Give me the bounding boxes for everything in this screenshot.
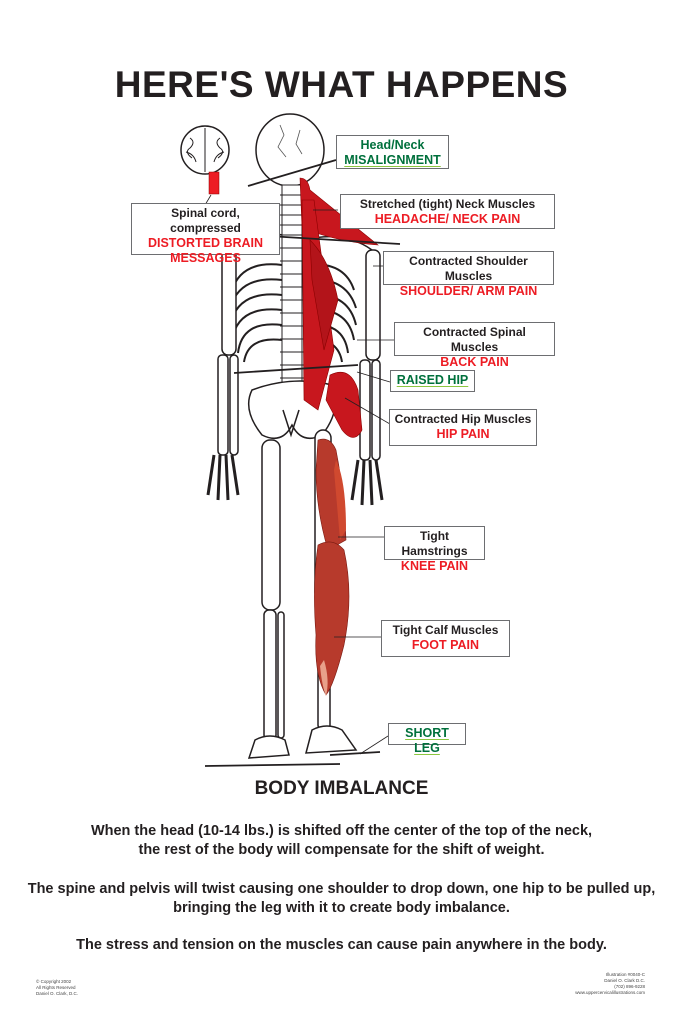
label-line: MESSAGES [170,251,241,265]
label-line: Tight Calf Muscles [392,623,499,637]
label-line: Contracted Spinal Muscles [423,325,526,354]
label-hamstrings: Tight Hamstrings KNEE PAIN [384,526,485,573]
label-head-neck-misalignment: Head/Neck MISALIGNMENT [336,135,449,169]
label-raised-hip: RAISED HIP [390,370,475,392]
label-neck-muscles: Stretched (tight) Neck Muscles HEADACHE/… [340,194,555,229]
label-line: DISTORTED BRAIN [147,236,264,250]
label-line: Head/Neck [360,138,425,152]
spine [280,184,304,416]
footer-line: Daniel O. Clark D.C. [604,978,645,983]
label-line: SHORT LEG [405,726,449,755]
paragraph-head-shift: When the head (10-14 lbs.) is shifted of… [90,823,593,858]
illustration-credit: Illustration #0040-C Daniel O. Clark D.C… [575,972,645,996]
leader-lines [204,194,394,755]
label-line: Contracted Hip Muscles [394,412,532,426]
paragraph-spine-twist: The spine and pelvis will twist causing … [27,881,656,916]
label-line: FOOT PAIN [411,638,480,652]
footer-line: Illustration #0040-C [605,972,645,977]
reference-lines [204,159,401,767]
section-heading: BODY IMBALANCE [254,778,429,799]
highlighted-muscles [299,177,379,696]
brain-icon [180,125,230,195]
footer-line: © Copyright 2002 [36,979,72,984]
label-spinal-cord: Spinal cord, compressed DISTORTED BRAIN … [131,203,280,265]
footer-line: Daniel O. Clark, D.C. [36,991,79,996]
label-line: BACK PAIN [440,355,509,369]
copyright-notice: © Copyright 2002 All Rights Reserved Dan… [36,979,78,997]
label-line: Tight Hamstrings [401,529,468,558]
label-line: HEADACHE/ NECK PAIN [374,212,521,226]
paragraph-stress: The stress and tension on the muscles ca… [76,937,607,953]
skull-icon [255,113,325,187]
label-line: Spinal cord, compressed [170,206,241,235]
label-shoulder-muscles: Contracted Shoulder Muscles SHOULDER/ AR… [383,251,554,298]
label-line: RAISED HIP [396,373,469,387]
label-short-leg: SHORT LEG [388,723,466,755]
label-hip-muscles: Contracted Hip Muscles HIP PAIN [389,409,537,446]
label-line: Contracted Shoulder Muscles [409,254,528,283]
label-calf-muscles: Tight Calf Muscles FOOT PAIN [381,620,510,657]
label-line: SHOULDER/ ARM PAIN [399,284,538,298]
footer-line: All Rights Reserved [36,985,76,990]
label-line: MISALIGNMENT [344,153,441,167]
footer-line: (702) 896-9228 [614,984,645,989]
footer-line: www.uppercervicalillustrations.com [575,990,645,995]
label-line: HIP PAIN [436,427,490,441]
label-spinal-muscles: Contracted Spinal Muscles BACK PAIN [394,322,555,369]
label-line: KNEE PAIN [400,559,469,573]
label-line: Stretched (tight) Neck Muscles [359,197,536,211]
poster-title: HERE'S WHAT HAPPENS [114,64,569,105]
